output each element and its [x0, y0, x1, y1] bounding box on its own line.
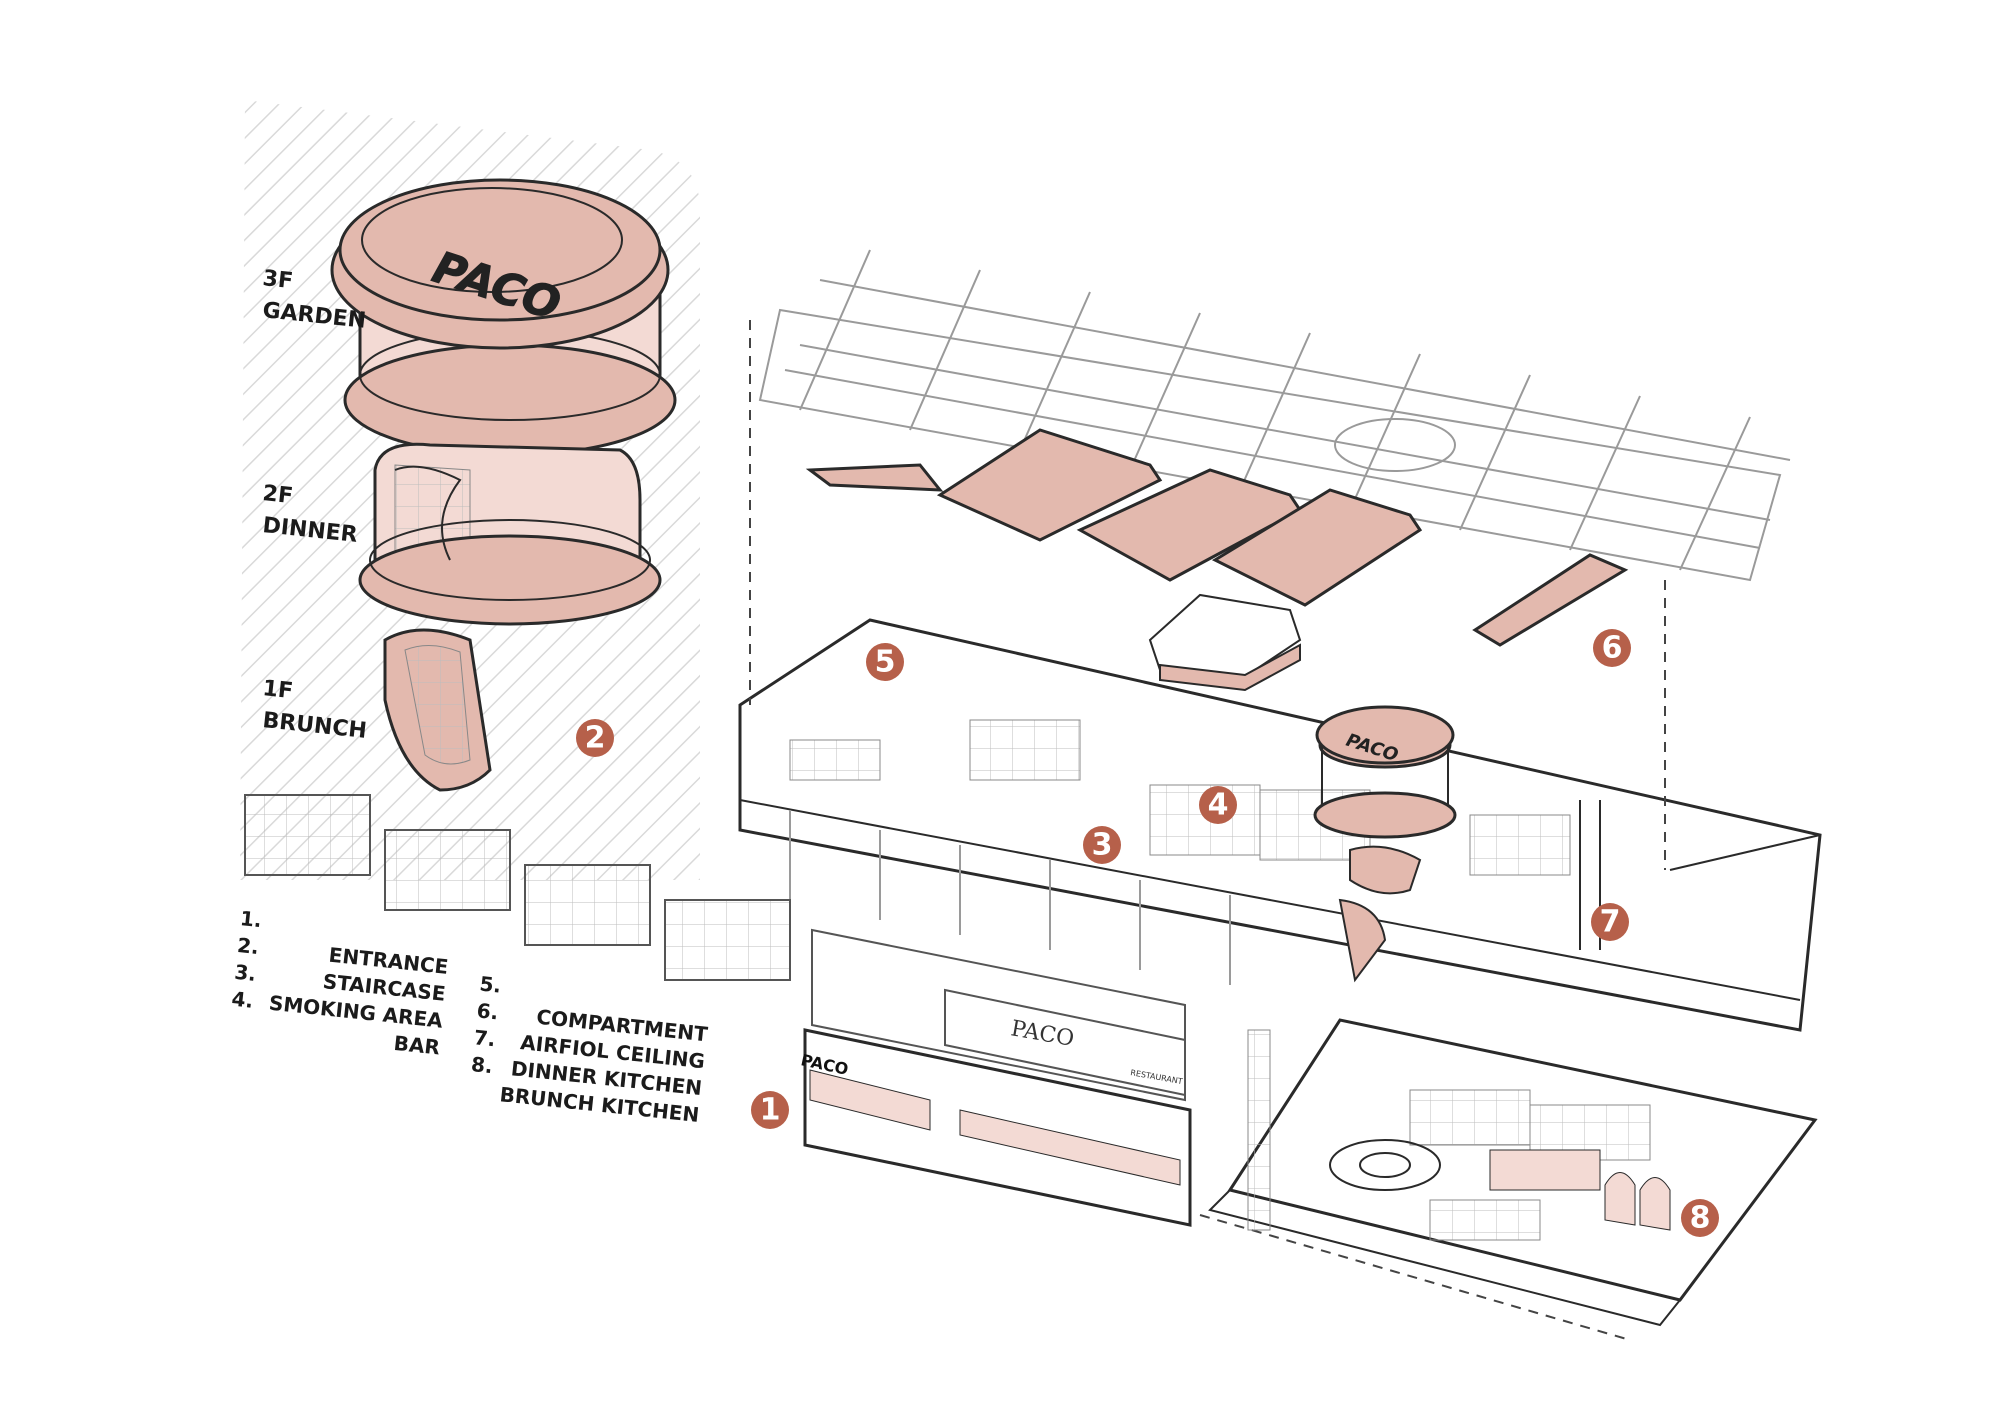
marker-2: 2 [585, 721, 606, 756]
legend-num-2: 2. [236, 933, 260, 959]
airfoil-ceiling-panels [805, 428, 1629, 692]
marker-3: 3 [1092, 828, 1113, 863]
facade-elevations: PACO RESTAURANT PACO [244, 794, 1192, 1227]
legend-num-4: 4. [230, 987, 254, 1013]
marker-5: 5 [875, 645, 896, 680]
second-floor-block: PACO [738, 618, 1822, 1032]
guide-line [1199, 1214, 1631, 1341]
marker-7: 7 [1600, 905, 1621, 940]
marker-4: 4 [1208, 788, 1229, 823]
marker-8: 8 [1690, 1201, 1711, 1236]
ceiling-grid [758, 249, 1791, 582]
marker-1: 1 [760, 1093, 781, 1128]
floor-1f: 1F [261, 676, 294, 704]
legend-num-7: 7. [473, 1025, 497, 1051]
floor-2f: 2F [261, 481, 294, 509]
legend-num-3: 3. [233, 960, 257, 986]
number-markers: 1 2 3 4 5 6 7 8 [576, 629, 1719, 1237]
legend-num-5: 5. [478, 971, 502, 997]
legend-num-8: 8. [470, 1052, 494, 1078]
first-floor-block [1208, 1018, 1818, 1327]
marker-6: 6 [1602, 631, 1623, 666]
legend-num-6: 6. [476, 998, 500, 1024]
legend-bar: BAR [393, 1031, 441, 1060]
legend-num-1: 1. [239, 906, 263, 932]
floor-3f: 3F [261, 266, 294, 294]
staircase-tower: PACO [330, 178, 677, 792]
